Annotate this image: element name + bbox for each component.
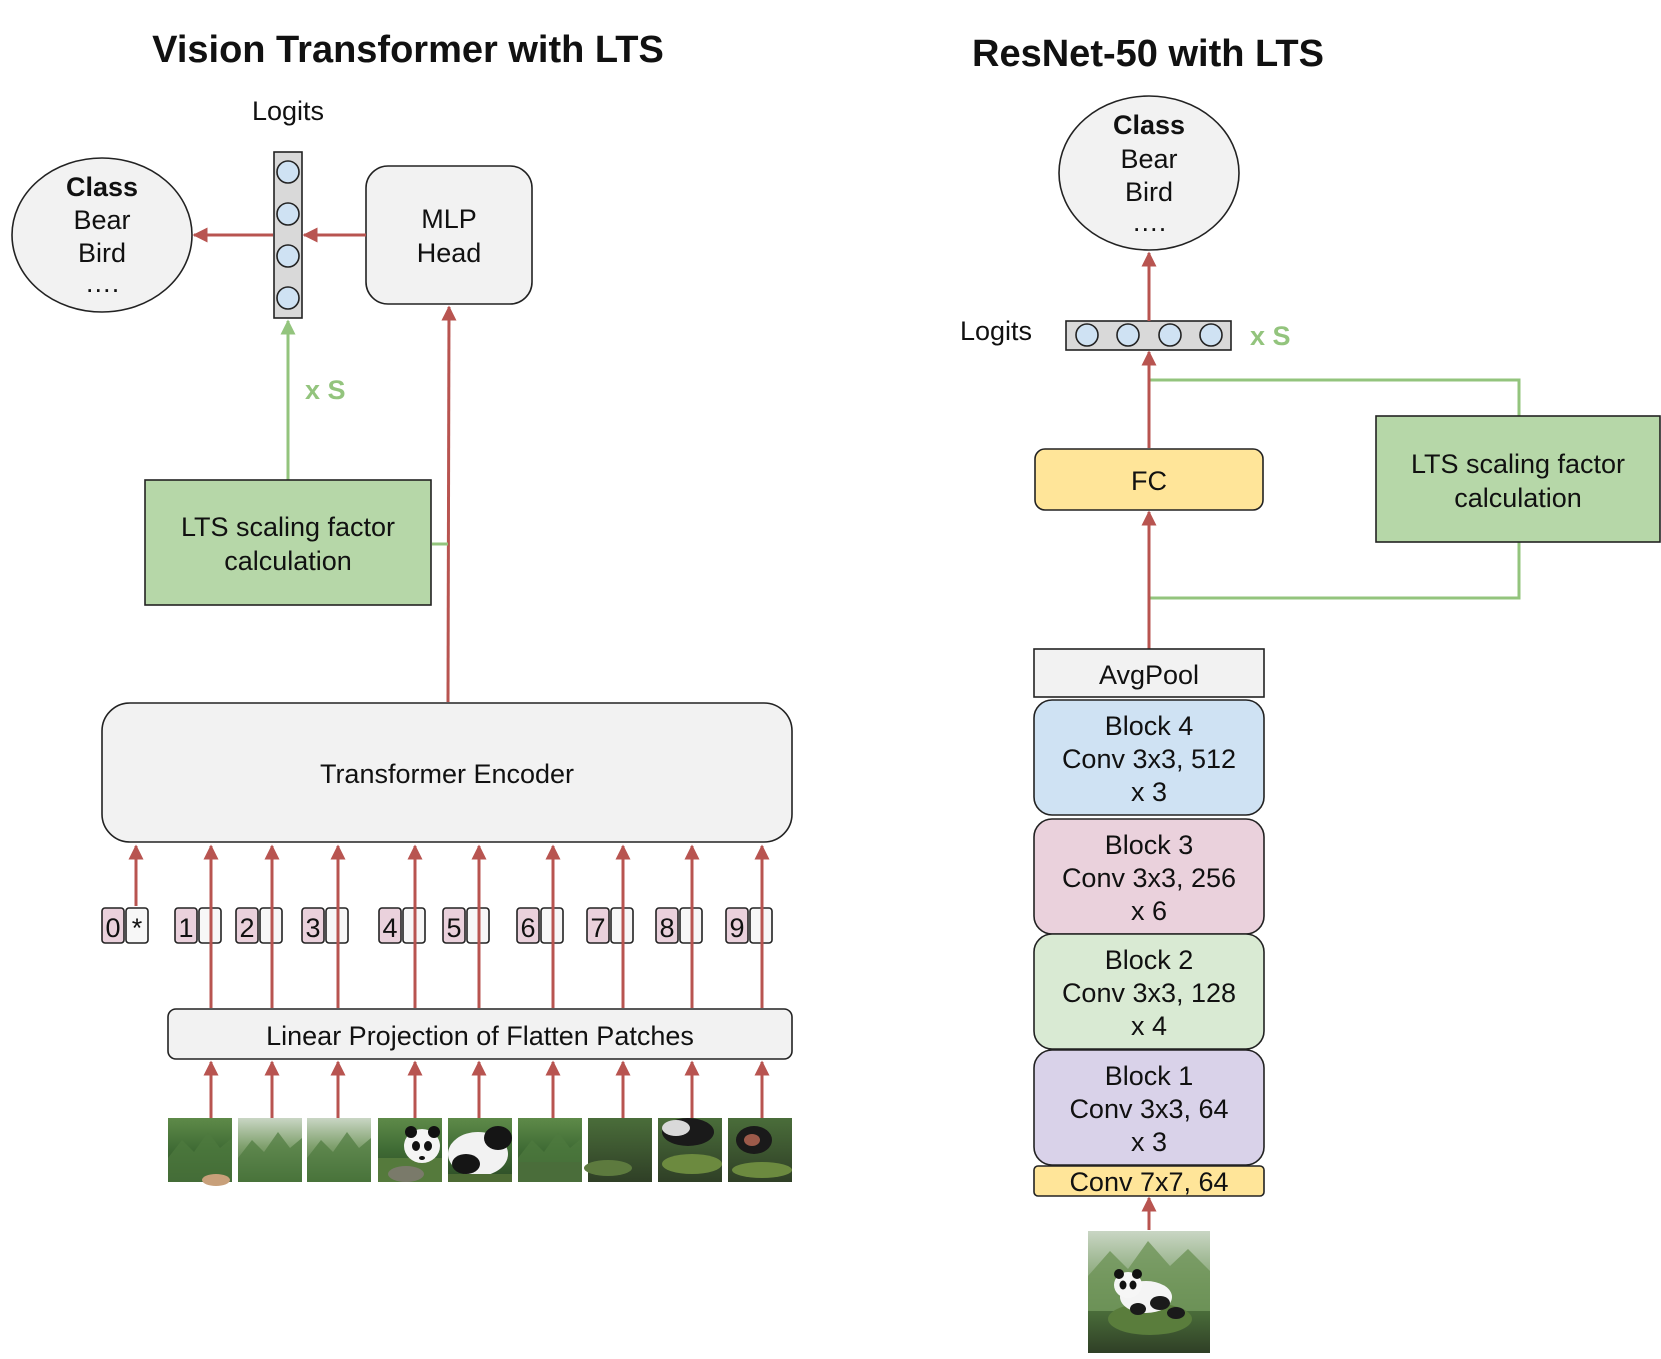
vit-class-item: Bird	[78, 238, 126, 268]
token-index: 4	[382, 913, 397, 943]
resnet-class-output: Class Bear Bird ….	[1058, 95, 1240, 251]
resnet-block-line: Conv 3x3, 512	[1062, 744, 1236, 774]
lts-box-line: LTS scaling factor	[1411, 449, 1625, 479]
vit-logits-label: Logits	[252, 96, 324, 126]
vit-scale-label: x S	[305, 375, 346, 405]
resnet-block-line: Conv 3x3, 128	[1062, 978, 1236, 1008]
lts-box-line: LTS scaling factor	[181, 512, 395, 542]
resnet-class-title: Class	[1113, 110, 1185, 140]
patch-token: 6	[516, 907, 564, 944]
mlp-head-line: MLP	[421, 204, 477, 234]
cls-token-mark: *	[132, 913, 143, 943]
vit-mlp-head: MLP Head	[365, 165, 533, 305]
resnet-avgpool: AvgPool	[1033, 648, 1265, 698]
resnet-logits-vector	[1065, 320, 1232, 351]
image-patch	[518, 1118, 582, 1182]
token-index: 3	[305, 913, 320, 943]
resnet-stem-conv: Conv 7x7, 64	[1033, 1165, 1265, 1197]
resnet-block-line: x 3	[1131, 1127, 1167, 1157]
resnet-block-line: Conv 3x3, 64	[1069, 1094, 1228, 1124]
line-pool-to-lts	[1149, 542, 1521, 600]
arrow-encoder-to-mlp	[441, 305, 457, 703]
lts-box-line: calculation	[1454, 483, 1582, 513]
mlp-head-line: Head	[417, 238, 482, 268]
resnet-block-line: Block 1	[1105, 1061, 1194, 1091]
lts-box-line: calculation	[224, 546, 352, 576]
vit-title: Vision Transformer with LTS	[152, 29, 664, 71]
patch-token: 1	[174, 907, 222, 944]
patch-token: 3	[301, 907, 349, 944]
token-index: 6	[520, 913, 535, 943]
vit-logits-vector	[273, 151, 303, 319]
patch-token: 5	[442, 907, 490, 944]
patch-token: 9	[725, 907, 773, 944]
vit-lts-box: LTS scaling factor calculation	[144, 479, 432, 606]
image-patch	[728, 1118, 792, 1182]
resnet-scale-label: x S	[1250, 321, 1291, 351]
patch-token: 7	[586, 907, 634, 944]
patch-token: 8	[655, 907, 703, 944]
patch-token: 0*	[101, 907, 149, 944]
token-index: 5	[446, 913, 461, 943]
vit-class-output: Class Bear Bird ….	[11, 157, 193, 313]
image-patch	[378, 1118, 442, 1182]
fc-label: FC	[1131, 466, 1167, 496]
encoder-label: Transformer Encoder	[320, 759, 574, 789]
resnet-class-item: ….	[1132, 207, 1167, 237]
resnet-block-line: x 3	[1131, 777, 1167, 807]
token-index: 9	[729, 913, 744, 943]
resnet-class-item: Bird	[1125, 177, 1173, 207]
vit-image-patches	[168, 1118, 792, 1186]
stem-label: Conv 7x7, 64	[1069, 1167, 1228, 1197]
resnet-block-line: x 4	[1131, 1011, 1167, 1041]
resnet-class-item: Bear	[1120, 144, 1177, 174]
token-index: 0	[105, 913, 120, 943]
token-index: 1	[178, 913, 193, 943]
resnet-block-line: Conv 3x3, 256	[1062, 863, 1236, 893]
resnet-lts-box: LTS scaling factor calculation	[1375, 415, 1661, 543]
vit-transformer-encoder: Transformer Encoder	[101, 702, 793, 843]
resnet-block-line: Block 3	[1105, 830, 1194, 860]
resnet-block-line: Block 2	[1105, 945, 1194, 975]
image-patch	[658, 1118, 722, 1182]
vit-class-title: Class	[66, 172, 138, 202]
vit-class-item: Bear	[73, 205, 130, 235]
patch-token: 4	[378, 907, 426, 944]
vit-linear-projection: Linear Projection of Flatten Patches	[167, 1008, 793, 1060]
resnet-block-line: Block 4	[1105, 711, 1194, 741]
avgpool-label: AvgPool	[1099, 660, 1199, 690]
resnet-block-line: x 6	[1131, 896, 1167, 926]
resnet-logits-label: Logits	[960, 316, 1032, 346]
image-patch	[448, 1118, 512, 1182]
vit-class-item: ….	[85, 268, 120, 298]
patch-token: 2	[235, 907, 283, 944]
token-index: 8	[659, 913, 674, 943]
resnet-title: ResNet-50 with LTS	[972, 33, 1324, 75]
token-index: 7	[590, 913, 605, 943]
image-patch	[168, 1118, 232, 1186]
image-patch	[238, 1118, 302, 1182]
image-patch	[307, 1118, 371, 1182]
resnet-fc: FC	[1034, 448, 1264, 511]
image-patch	[584, 1118, 652, 1182]
resnet-input-image	[1088, 1231, 1210, 1353]
projection-label: Linear Projection of Flatten Patches	[266, 1021, 694, 1051]
line-lts-to-logits	[1149, 378, 1521, 416]
token-index: 2	[239, 913, 254, 943]
